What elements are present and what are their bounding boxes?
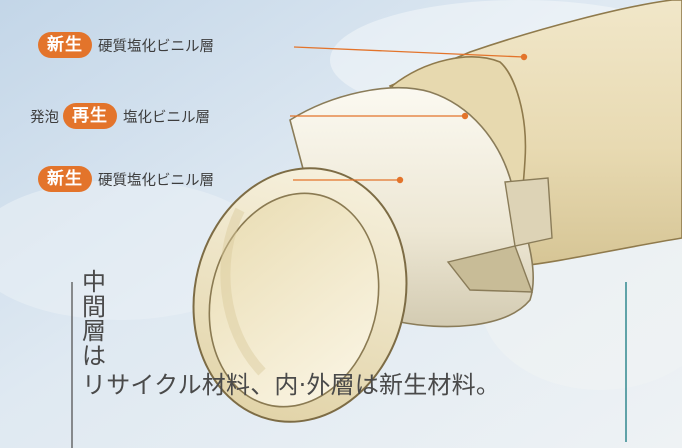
caption-vertical-text: 中 間 層 は xyxy=(82,270,662,368)
outer-layer-text: 硬質塩化ビニル層 xyxy=(98,38,214,55)
caption-char: 中 xyxy=(82,268,106,296)
caption-char: 間 xyxy=(82,292,106,321)
caption: 中 間 層 は リサイクル材料、内·外層は新生材料。 xyxy=(82,270,662,400)
leader-line-1 xyxy=(293,46,525,58)
layer-notch xyxy=(504,177,553,247)
leader-dot-3 xyxy=(396,176,404,184)
new-material-badge: 新生 xyxy=(38,166,92,192)
foam-prefix: 発泡 xyxy=(30,109,59,126)
caption-char: は xyxy=(82,341,106,370)
bore-shading xyxy=(220,207,266,376)
recycled-material-badge: 再生 xyxy=(63,103,117,129)
pipe-bore xyxy=(208,192,380,408)
leader-dot-1 xyxy=(520,53,528,61)
middle-layer-text: 塩化ビニル層 xyxy=(123,109,210,126)
new-material-badge: 新生 xyxy=(38,32,92,58)
caption-char: 層 xyxy=(82,317,106,345)
outer-layer-label: 新生 硬質塩化ビニル層 xyxy=(38,30,214,60)
layer-notch-shadow xyxy=(446,245,534,293)
inner-layer-text: 硬質塩化ビニル層 xyxy=(98,172,214,189)
caption-horizontal-text: リサイクル材料、内·外層は新生材料。 xyxy=(82,371,501,399)
middle-layer-label: 発泡 再生 塩化ビニル層 xyxy=(30,101,210,131)
inner-layer-label: 新生 硬質塩化ビニル層 xyxy=(38,164,214,194)
leader-dot-2 xyxy=(461,112,469,120)
